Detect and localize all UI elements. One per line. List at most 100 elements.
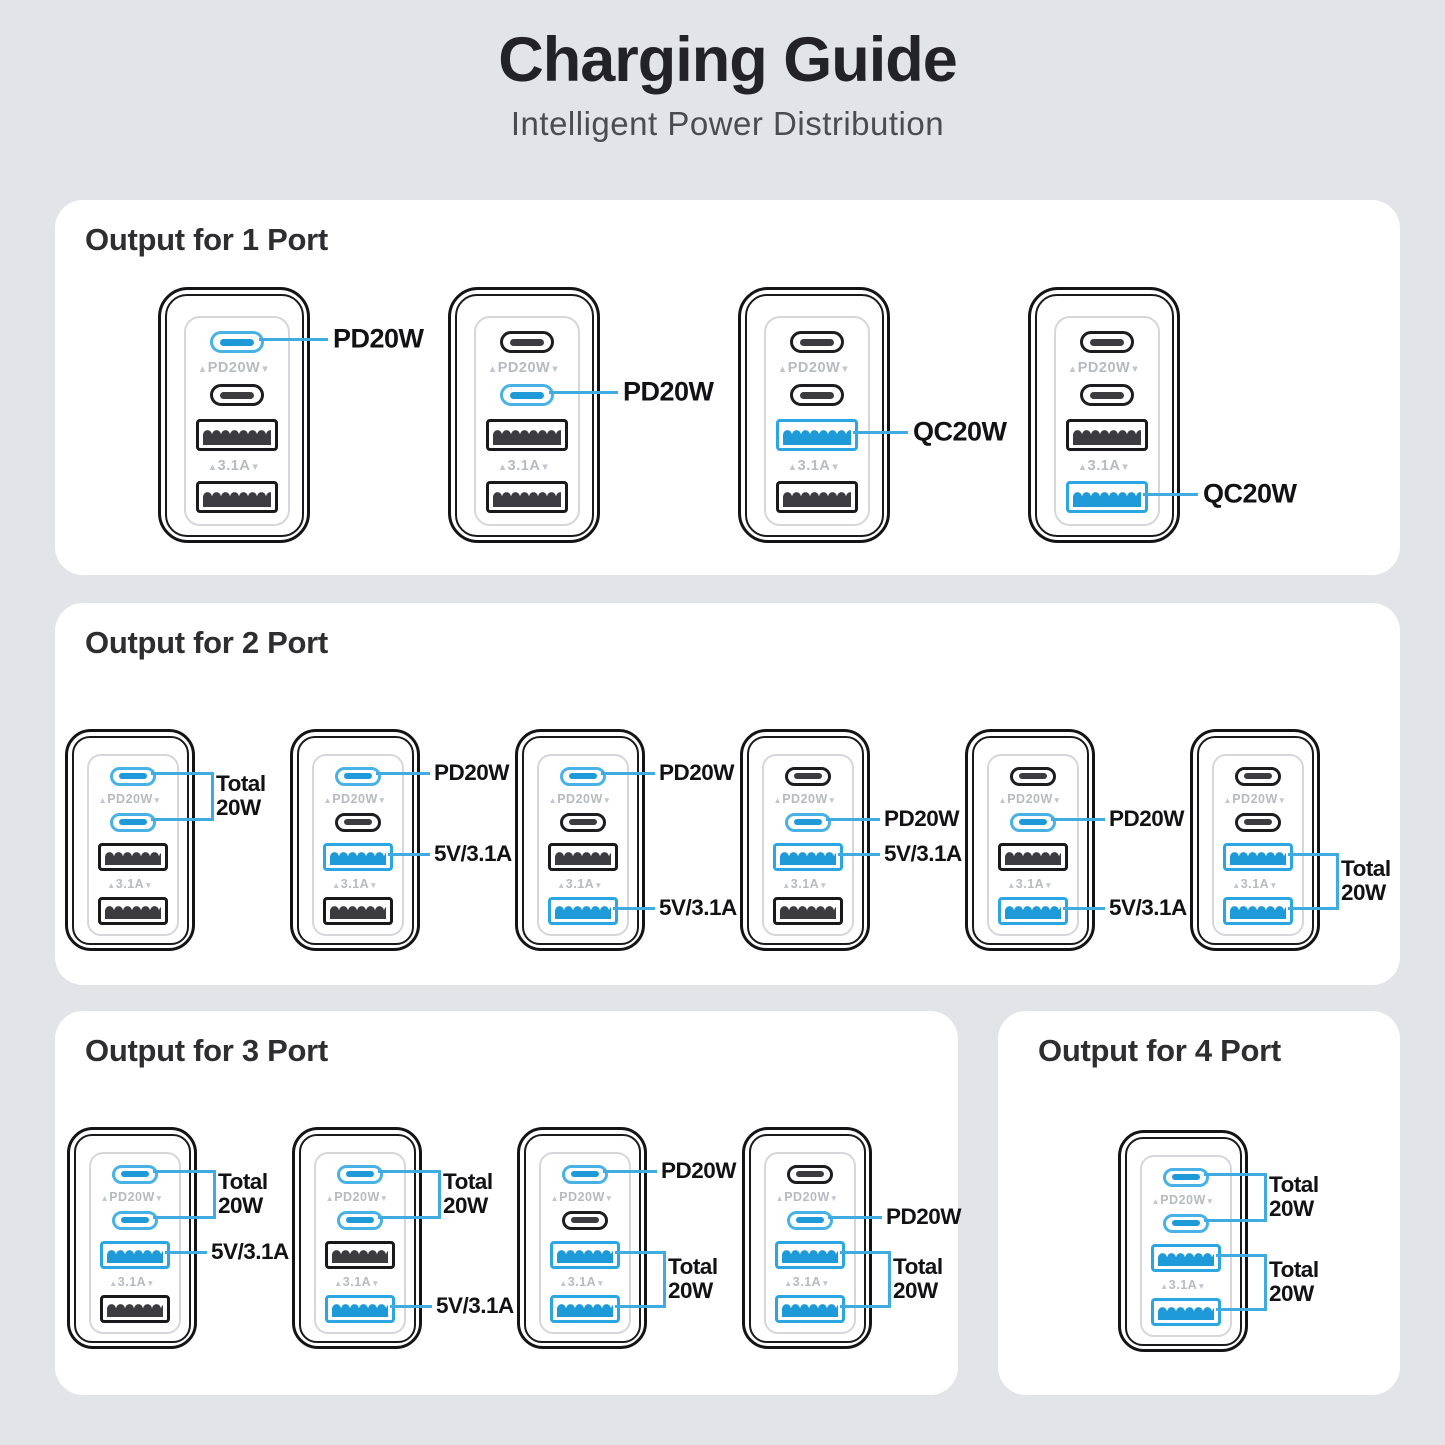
- usb-c-pin-bar: [344, 773, 372, 780]
- triangle-icon: ▼: [1052, 795, 1062, 805]
- usb-a-port-icon: [773, 843, 843, 872]
- usb-a-port-icon: [776, 481, 858, 514]
- charger-body: ▲PD20W▼▲3.1A▼: [67, 1127, 197, 1350]
- triangle-icon: ▼: [1120, 462, 1131, 474]
- usb-a-port-icon: [1151, 1244, 1221, 1273]
- callout-label-line: Total: [443, 1169, 493, 1195]
- usb-c-pin-bar: [510, 338, 544, 346]
- charger-body: ▲PD20W▼▲3.1A▼: [158, 287, 310, 544]
- callout-label: 5V/3.1A: [436, 1293, 514, 1319]
- page: Charging Guide Intelligent Power Distrib…: [55, 25, 1400, 1396]
- usb-c-pin-bar: [800, 338, 834, 346]
- port-group-label: ▲PD20W▼: [100, 1189, 164, 1204]
- usb-a-pins: [332, 1250, 388, 1264]
- port-group-label: ▲3.1A▼: [1007, 876, 1053, 891]
- usb-a-port-icon: [550, 1295, 620, 1324]
- charger-inner-outline: [296, 735, 414, 945]
- usb-c-pin-bar: [1090, 391, 1124, 399]
- charger-inner-outline: [521, 735, 639, 945]
- usb-a-port-icon: [323, 897, 393, 926]
- triangle-icon: ▲: [100, 1193, 110, 1203]
- port-group-label: ▲PD20W▼: [777, 360, 851, 377]
- port-group-label: ▲PD20W▼: [998, 791, 1062, 806]
- callout-label: PD20W: [661, 1158, 737, 1184]
- triangle-icon: ▲: [497, 462, 508, 474]
- charger-inner-outline: [748, 1133, 866, 1343]
- charger-inner-outline: [1124, 1136, 1242, 1346]
- triangle-icon: ▲: [1151, 1196, 1161, 1206]
- triangle-icon: ▼: [152, 795, 162, 805]
- usb-c-port-icon: [210, 331, 264, 354]
- triangle-icon: ▼: [379, 1193, 389, 1203]
- triangle-icon: ▼: [602, 795, 612, 805]
- usb-c-pin-bar: [794, 819, 822, 826]
- triangle-icon: ▼: [594, 880, 603, 890]
- usb-a-pins: [1230, 852, 1286, 866]
- triangle-icon: ▼: [250, 462, 261, 474]
- callout-line: [388, 853, 430, 856]
- usb-c-port-icon: [335, 766, 381, 786]
- charger-inner-outline: [73, 1133, 191, 1343]
- charger-body: ▲PD20W▼▲3.1A▼: [290, 729, 420, 952]
- callout-bracket-line: [1204, 1219, 1267, 1222]
- usb-c-pin-bar: [220, 338, 254, 346]
- triangle-icon: ▼: [260, 364, 271, 376]
- callout-label: 5V/3.1A: [211, 1239, 289, 1265]
- charger-body: ▲PD20W▼▲3.1A▼: [740, 729, 870, 952]
- usb-c-pin-bar: [121, 1171, 149, 1178]
- usb-a-port-icon: [98, 843, 168, 872]
- triangle-icon: ▲: [1223, 795, 1233, 805]
- triangle-icon: ▲: [109, 1278, 118, 1288]
- triangle-icon: ▲: [487, 364, 498, 376]
- port-group-label: ▲PD20W▼: [775, 1189, 839, 1204]
- usb-c-pin-bar: [800, 391, 834, 399]
- section-title: Output for 2 Port: [85, 625, 328, 661]
- triangle-icon: ▼: [550, 364, 561, 376]
- callout-label-line: 20W: [1269, 1281, 1314, 1307]
- callout-line: [613, 907, 655, 910]
- triangle-icon: ▲: [784, 1278, 793, 1288]
- usb-c-pin-bar: [796, 1217, 824, 1224]
- usb-a-port-icon: [1151, 1298, 1221, 1327]
- usb-a-pins: [493, 491, 561, 508]
- usb-a-port-icon: [775, 1295, 845, 1324]
- callout-line: [376, 772, 430, 775]
- page-subtitle: Intelligent Power Distribution: [510, 105, 945, 143]
- callout-label: QC20W: [1203, 478, 1297, 509]
- usb-c-pin-bar: [1019, 773, 1047, 780]
- usb-a-pins: [105, 852, 161, 866]
- triangle-icon: ▼: [1044, 880, 1053, 890]
- triangle-icon: ▲: [773, 795, 783, 805]
- callout-line: [1143, 493, 1198, 496]
- port-group-label: ▲PD20W▼: [1067, 360, 1141, 377]
- callout-label: PD20W: [623, 376, 714, 407]
- callout-label-line: Total: [668, 1254, 718, 1280]
- callout-bracket-line: [378, 1216, 441, 1219]
- callout-bracket-line: [1336, 853, 1339, 910]
- usb-c-port-icon: [1235, 766, 1281, 786]
- triangle-icon: ▲: [1160, 1281, 1169, 1291]
- triangle-icon: ▲: [1007, 880, 1016, 890]
- usb-a-pins: [557, 1304, 613, 1318]
- usb-c-port-icon: [790, 384, 844, 407]
- usb-c-port-icon: [560, 766, 606, 786]
- usb-a-pins: [493, 429, 561, 446]
- triangle-icon: ▼: [1130, 364, 1141, 376]
- callout-label-line: Total: [1269, 1257, 1319, 1283]
- callout-label-line: 20W: [218, 1193, 263, 1219]
- usb-a-pins: [330, 906, 386, 920]
- usb-a-pins: [1073, 429, 1141, 446]
- triangle-icon: ▲: [323, 795, 333, 805]
- triangle-icon: ▼: [146, 1278, 155, 1288]
- triangle-icon: ▲: [1067, 364, 1078, 376]
- port-group-label: ▲PD20W▼: [487, 360, 561, 377]
